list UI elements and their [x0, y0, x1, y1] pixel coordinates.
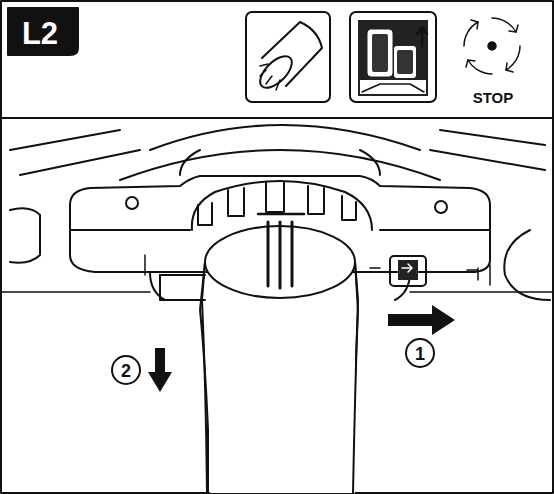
pull-arrow	[148, 348, 172, 392]
callout-circle	[406, 339, 434, 367]
chute-icon	[246, 12, 330, 102]
step-badge	[8, 8, 78, 55]
grass-chute	[160, 222, 358, 493]
mower-body	[2, 125, 552, 300]
slide-arrow	[388, 305, 455, 335]
callout-number: 1	[415, 345, 425, 363]
callout-circle	[112, 356, 140, 384]
divider	[1, 117, 553, 119]
step-label: L2	[22, 18, 58, 49]
blade-stop-icon	[464, 18, 520, 74]
callout-number: 2	[121, 362, 131, 380]
icon-caption: STOP	[473, 90, 514, 105]
battery-icon	[350, 12, 436, 102]
